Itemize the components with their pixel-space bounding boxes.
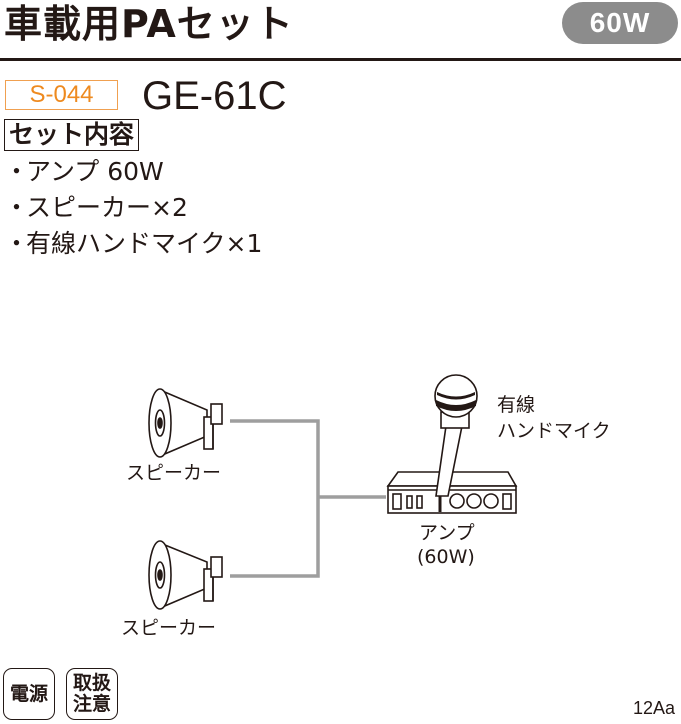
speaker-top-label: スピーカー (126, 462, 222, 484)
page-code: 12Aa (632, 698, 675, 718)
bullet: ・ (4, 157, 30, 186)
page-title: 車載用PAセット (4, 2, 294, 46)
list-item-text: 有線ハンドマイク×1 (26, 229, 263, 258)
title-divider (0, 58, 681, 61)
list-item: ・アンプ 60W (4, 154, 262, 190)
power-badge: 60W (562, 2, 678, 44)
connection-wires (230, 419, 386, 578)
bullet: ・ (4, 229, 30, 258)
handling-caution-line2: 注意 (72, 693, 111, 715)
model-number: GE-61C (142, 74, 287, 118)
hand-microphone-icon (434, 374, 478, 512)
speaker-wire (230, 419, 320, 578)
bullet: ・ (4, 193, 30, 222)
amplifier-icon (386, 471, 518, 514)
set-contents-label: セット内容 (4, 119, 140, 151)
mic-label-line1: 有線 (497, 394, 536, 416)
set-contents-list: ・アンプ 60W ・スピーカー×2 ・有線ハンドマイク×1 (4, 154, 262, 262)
speaker-bottom-label: スピーカー (121, 617, 217, 639)
amp-label-line2: (60W) (417, 546, 475, 568)
speaker-top-icon (148, 388, 223, 458)
amp-label-line1: アンプ (419, 522, 475, 544)
connection-diagram (148, 374, 518, 610)
power-source-text: 電源 (9, 682, 48, 705)
list-item-text: アンプ 60W (26, 157, 164, 186)
power-source-badge: 電源 (3, 668, 55, 720)
list-item-text: スピーカー×2 (26, 193, 188, 222)
handling-caution-badge: 取扱 注意 (66, 668, 118, 720)
list-item: ・スピーカー×2 (4, 190, 262, 226)
list-item: ・有線ハンドマイク×1 (4, 226, 262, 262)
handling-caution-line1: 取扱 (72, 672, 111, 694)
mic-label-line2: ハンドマイク (497, 420, 611, 442)
product-code-badge: S-044 (5, 80, 118, 110)
speaker-bottom-icon (148, 540, 223, 610)
